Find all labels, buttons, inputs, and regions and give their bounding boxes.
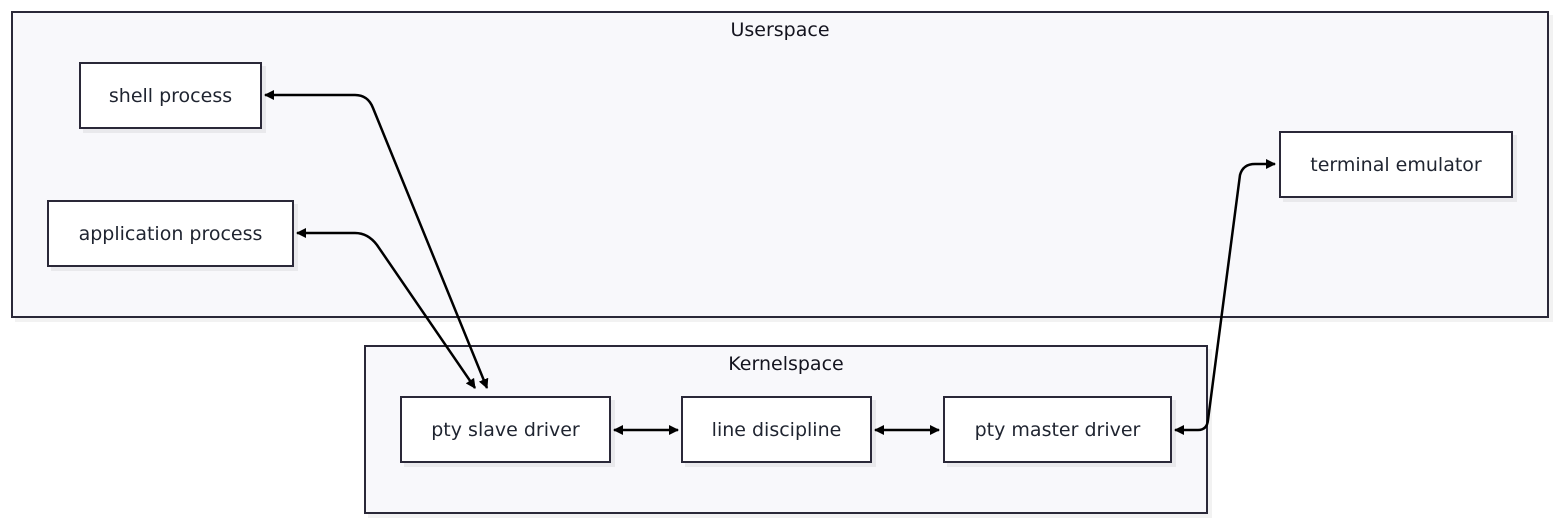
userspace-title: Userspace	[730, 19, 830, 41]
application-process-node[interactable]: application process	[47, 200, 294, 267]
shell-process-node[interactable]: shell process	[79, 62, 262, 129]
terminal-emulator-node[interactable]: terminal emulator	[1279, 131, 1513, 198]
kernelspace-title: Kernelspace	[728, 353, 844, 375]
pty-master-driver-node[interactable]: pty master driver	[943, 396, 1172, 463]
pty-slave-driver-node[interactable]: pty slave driver	[400, 396, 611, 463]
line-discipline-node[interactable]: line discipline	[681, 396, 872, 463]
